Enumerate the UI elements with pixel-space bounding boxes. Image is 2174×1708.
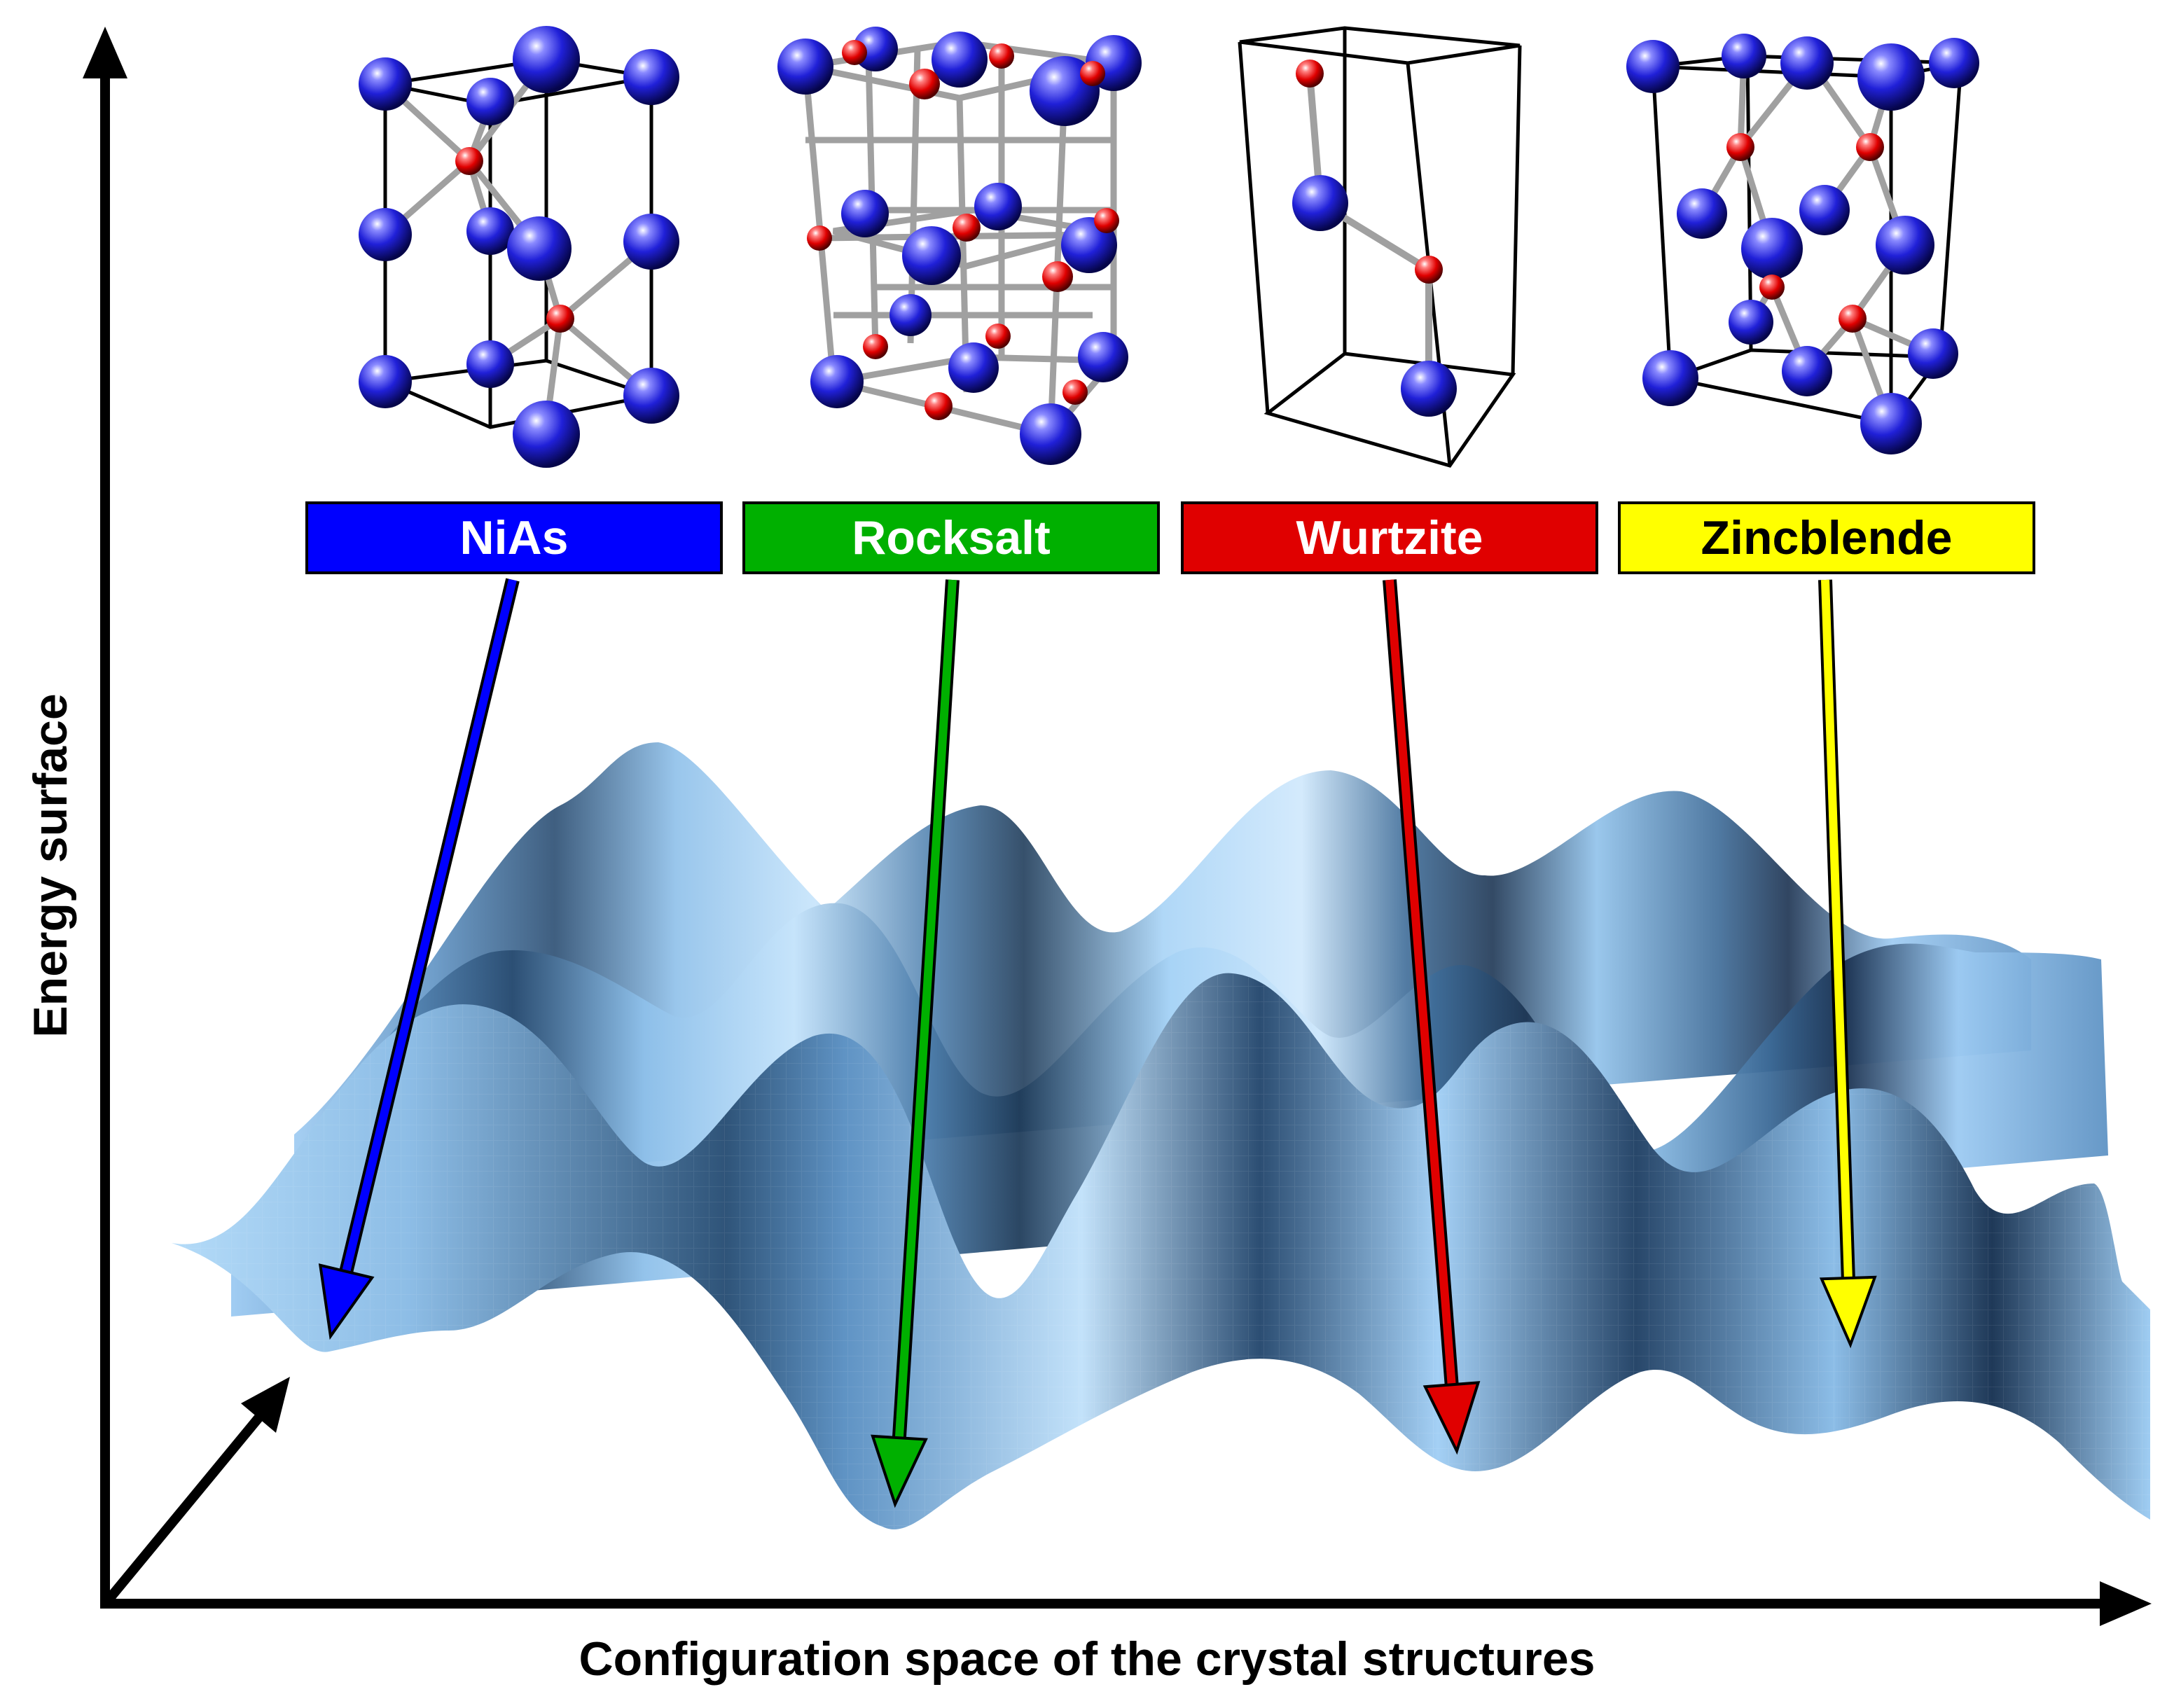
atoms	[777, 27, 1142, 465]
x-axis-arrowhead	[2100, 1581, 2152, 1626]
atoms	[1626, 34, 1979, 454]
surface-mesh-overlay	[172, 973, 2150, 1529]
structure-name-wurtzite: Wurtzite	[1296, 511, 1483, 564]
crystal-structure-wurtzite	[1238, 26, 1522, 468]
x-axis-label: Configuration space of the crystal struc…	[579, 1632, 1595, 1686]
energy-surface	[172, 742, 2150, 1529]
arrowhead-nias	[318, 1263, 375, 1340]
arrow-wurtzite	[1385, 579, 1456, 1385]
label-box-wurtzite: Wurtzite	[1181, 501, 1598, 574]
arrowhead-rocksalt	[871, 1434, 928, 1508]
atoms	[1292, 60, 1457, 417]
y-axis-label: Energy surface	[24, 693, 77, 1038]
label-box-nias: NiAs	[305, 501, 723, 574]
unit-cell-edges	[1238, 26, 1522, 468]
structure-name-rocksalt: Rocksalt	[852, 511, 1051, 564]
z-axis-line	[102, 1407, 269, 1606]
crystal-structures	[359, 26, 1979, 468]
structure-labels	[318, 578, 1877, 1508]
arrow-zincblende	[1821, 579, 1853, 1279]
z-axis-arrowhead	[241, 1377, 290, 1433]
arrow-rocksalt	[894, 579, 957, 1438]
y-axis-arrowhead	[83, 27, 127, 78]
crystal-structure-zincblende	[1626, 34, 1979, 454]
crystal-structure-rocksalt	[777, 27, 1142, 465]
atoms	[359, 26, 679, 468]
structure-name-zincblende: Zincblende	[1701, 511, 1953, 564]
crystal-structure-nias	[359, 26, 679, 468]
bonds	[1306, 73, 1432, 389]
structure-name-nias: NiAs	[459, 511, 569, 564]
arrowhead-wurtzite	[1422, 1381, 1481, 1455]
arrow-nias	[342, 578, 517, 1273]
label-box-zincblende: Zincblende	[1618, 501, 2035, 574]
axes	[83, 27, 2152, 1626]
arrowhead-zincblende	[1819, 1275, 1877, 1349]
label-box-rocksalt: Rocksalt	[742, 501, 1160, 574]
